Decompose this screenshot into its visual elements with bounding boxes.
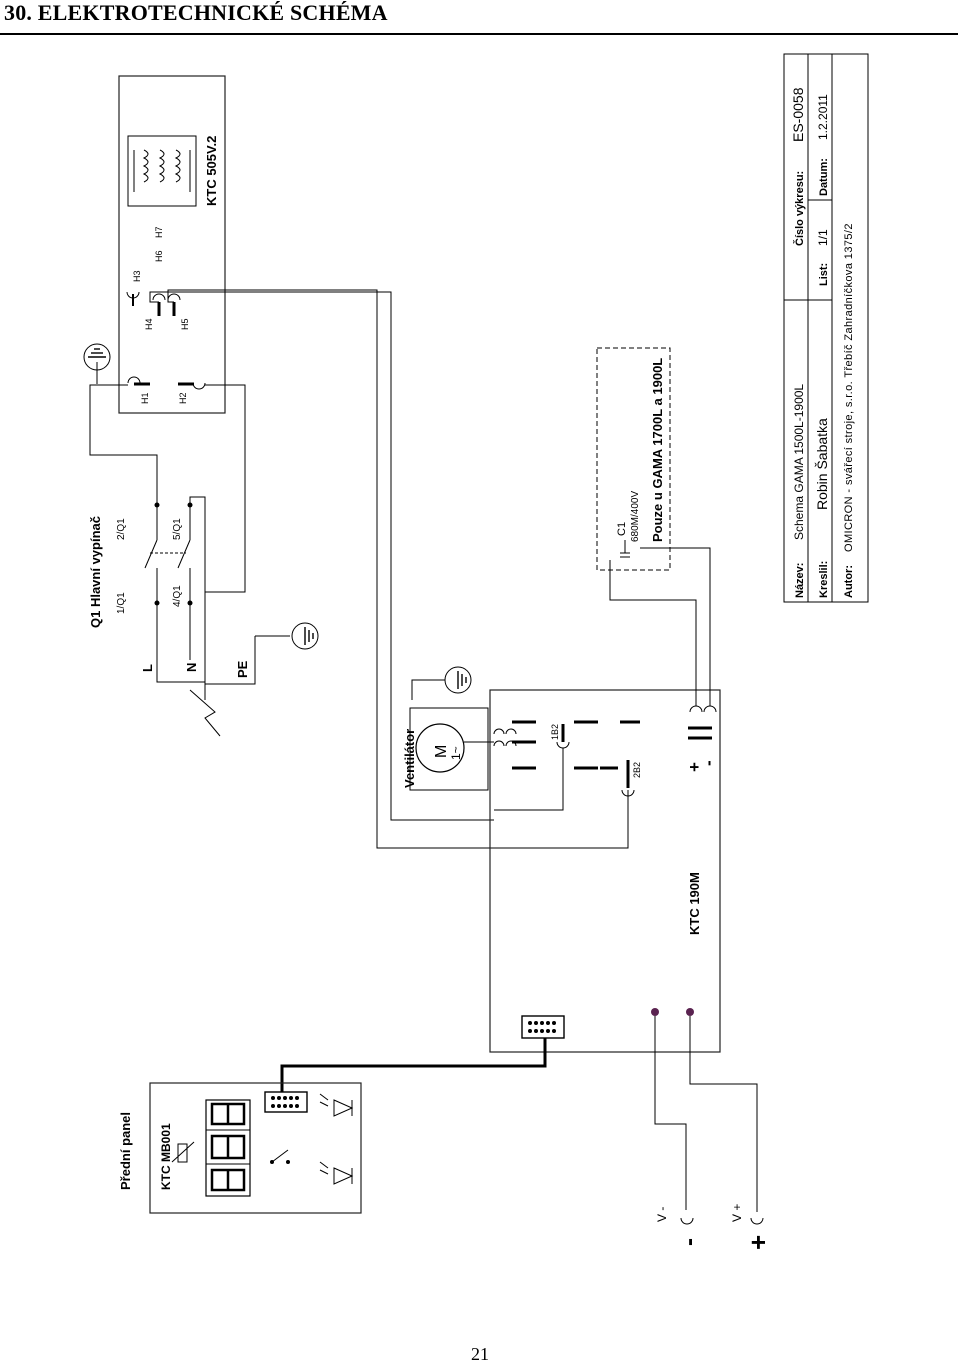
connector-h6-label: H6 (154, 250, 164, 262)
title-block (783, 53, 869, 603)
big-minus-label: - (676, 1238, 703, 1246)
cislo-value: ES-0058 (790, 87, 806, 142)
ktc505-label: KTC 505V.2 (204, 136, 219, 206)
led-indicator-2-icon (319, 1161, 354, 1185)
test-point-v-plus-icon (686, 1008, 694, 1016)
connector-h2-label: H2 (178, 392, 188, 404)
kreslil-label: Kreslil: (818, 561, 830, 598)
motor-label: M (433, 745, 450, 758)
big-plus-label: + (743, 1235, 773, 1250)
v-minus-terminal-icon (680, 1217, 694, 1225)
connector-h3-label: H3 (132, 270, 142, 282)
connector-h4-label: H4 (144, 318, 154, 330)
datum-label: Datum: (818, 158, 830, 196)
connector-h4-icon (152, 293, 166, 301)
capacitor-c1-icon (620, 540, 630, 558)
cislo-label: Číslo výkresu: (793, 171, 806, 246)
push-button-icon (270, 1149, 290, 1164)
ground-icon-pe (291, 622, 319, 650)
connector-2b2-icon (621, 789, 635, 797)
q1-terminal-5: 5/Q1 (172, 518, 183, 540)
nazev-label: Název: (794, 563, 806, 598)
connector-1b2-icon (556, 741, 570, 749)
main-switch-contacts-icon (144, 502, 193, 606)
ventilator-box (409, 707, 489, 791)
q1-terminal-2: 2/Q1 (116, 518, 127, 540)
connector-h5-icon (167, 293, 181, 301)
connector-minus-icon (703, 705, 717, 713)
v-plus-label: V + (730, 1204, 744, 1222)
capacitor-c1-value: 680M/400V (630, 491, 641, 542)
capacitor-c1-label: C1 (616, 522, 628, 536)
c1-option-dashed-box (596, 347, 671, 571)
connector-plus-icon (689, 705, 703, 713)
fan-motor-icon (415, 723, 465, 773)
nazev-value: Schema GAMA 1500L-1900L (792, 384, 806, 540)
connector-2b2-label: 2B2 (632, 762, 642, 778)
front-panel-box (149, 1082, 362, 1214)
title-rule (0, 33, 958, 35)
page-title: 30. ELEKTROTECHNICKÉ SCHÉMA (4, 0, 388, 25)
transformer-icon (127, 135, 197, 207)
q1-terminal-1: 1/Q1 (116, 592, 127, 614)
cable-break-icon (189, 689, 221, 737)
connector-h1-icon (127, 376, 141, 384)
q1-title: Q1 Hlavní vypínač (88, 516, 103, 628)
datum-value: 1.2.2011 (816, 94, 830, 140)
ktc505-module-box (118, 75, 226, 414)
autor-value: OMICRON - svářecí stroje, s.r.o. Třebíč … (843, 223, 855, 552)
ground-icon-ventilator (444, 666, 472, 694)
ventilator-connectors-icon (493, 728, 517, 747)
line-n-label: N (184, 663, 199, 672)
front-panel-ribbon-connector-icon (264, 1091, 308, 1113)
connector-h2-icon (192, 382, 206, 390)
list-label: List: (818, 263, 830, 286)
ktc190-terminal-bars-icon (512, 720, 712, 770)
c1-option-note: Pouze u GAMA 1700L a 1900L (650, 358, 665, 542)
list-value: 1/1 (816, 229, 830, 246)
potentiometer-icon (171, 1141, 195, 1163)
front-panel-label: Přední panel (118, 1112, 133, 1190)
autor-label: Autor: (843, 565, 855, 598)
ktc190-ribbon-connector-icon (521, 1015, 565, 1039)
line-l-label: L (140, 664, 155, 672)
ribbon-cable (280, 1038, 547, 1092)
led-indicator-icon (319, 1093, 354, 1117)
kreslil-value: Robin Šabatka (814, 418, 830, 510)
connector-h1-label: H1 (140, 392, 150, 404)
ktc190-minus-label: - (699, 760, 718, 766)
connector-h5-label: H5 (180, 318, 190, 330)
connector-1b2-label: 1B2 (550, 724, 560, 740)
ktc190-plus-label: + (685, 762, 704, 772)
motor-phase-label: 1~ (449, 746, 463, 760)
q1-terminal-4: 4/Q1 (172, 585, 183, 607)
ktc190-module-box (489, 689, 721, 1053)
ktc190-label: KTC 190M (687, 872, 702, 935)
v-plus-terminal-icon (750, 1217, 764, 1225)
line-pe-label: PE (235, 660, 250, 678)
seven-segment-display-icon (205, 1099, 251, 1197)
test-point-v-minus-icon (651, 1008, 659, 1016)
page-number: 21 (471, 1344, 489, 1364)
ktc-mb001-label: KTC MB001 (159, 1123, 173, 1190)
connector-h7-label: H7 (154, 226, 164, 238)
v-minus-label: V - (655, 1207, 669, 1222)
